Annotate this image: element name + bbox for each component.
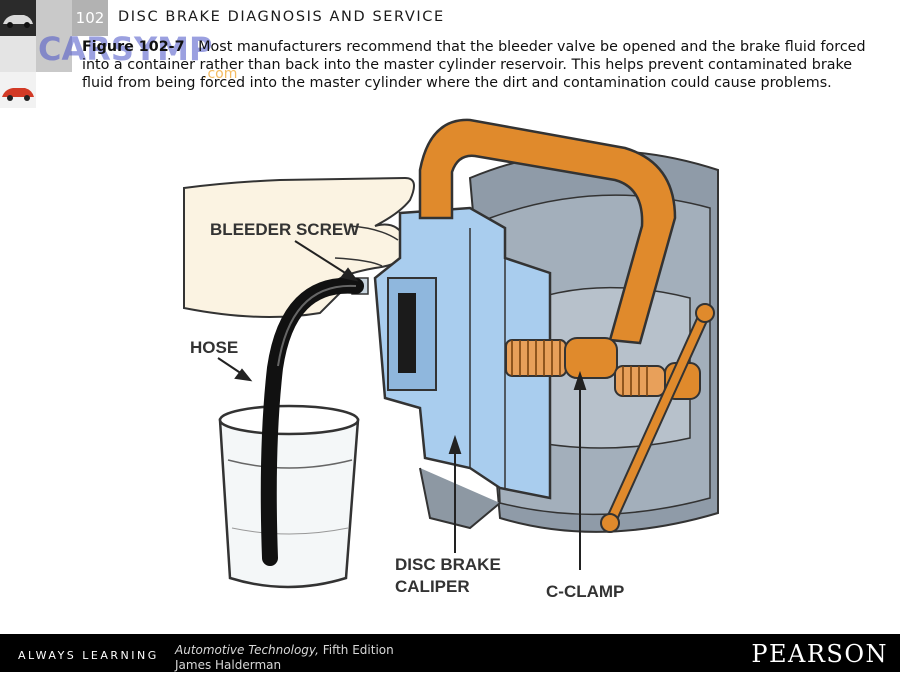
car-thumbnail-red xyxy=(0,72,36,108)
figure-caption: Figure 102-7 Most manufacturers recommen… xyxy=(82,38,882,92)
watermark-text: CARSYMP xyxy=(38,32,212,68)
publisher-logo: PEARSON xyxy=(751,640,888,668)
book-edition: Fifth Edition xyxy=(322,643,394,657)
thumbnail-blank xyxy=(0,36,36,72)
car-thumbnail-silver xyxy=(0,0,36,36)
label-c-clamp: C-CLAMP xyxy=(546,582,624,601)
fluid-container xyxy=(218,404,360,589)
label-bleeder-screw: BLEEDER SCREW xyxy=(210,220,360,239)
disc-brake-caliper xyxy=(373,206,552,530)
chapter-title: DISC BRAKE DIAGNOSIS AND SERVICE xyxy=(118,9,445,25)
watermark-subtext: .com xyxy=(203,66,237,82)
figure-label: Figure 102-7 xyxy=(82,39,185,55)
chapter-number: 102 xyxy=(72,0,108,36)
clamp-handle xyxy=(600,303,715,533)
label-leaders xyxy=(217,240,587,570)
brake-bleeding-illustration: BLEEDER SCREW HOSE DISC BRAKE CALIPER C-… xyxy=(183,118,719,601)
header-gray-block xyxy=(36,0,72,72)
watermark-logo: CARSYMP .com xyxy=(38,32,237,82)
thumbnail-strip xyxy=(0,0,36,108)
label-disc-brake: DISC BRAKE xyxy=(395,555,501,574)
caption-text: Most manufacturers recommend that the bl… xyxy=(82,39,866,91)
book-title: Automotive Technology, xyxy=(175,643,319,657)
footer-tagline: ALWAYS LEARNING xyxy=(18,649,159,662)
book-author: James Halderman xyxy=(175,658,282,672)
label-hose: HOSE xyxy=(190,338,238,357)
label-caliper: CALIPER xyxy=(395,577,470,596)
footer-bar: ALWAYS LEARNING Automotive Technology, F… xyxy=(0,634,900,672)
hose xyxy=(260,277,364,566)
footer-book-info: Automotive Technology, Fifth Edition Jam… xyxy=(175,643,394,673)
c-clamp xyxy=(418,118,715,533)
